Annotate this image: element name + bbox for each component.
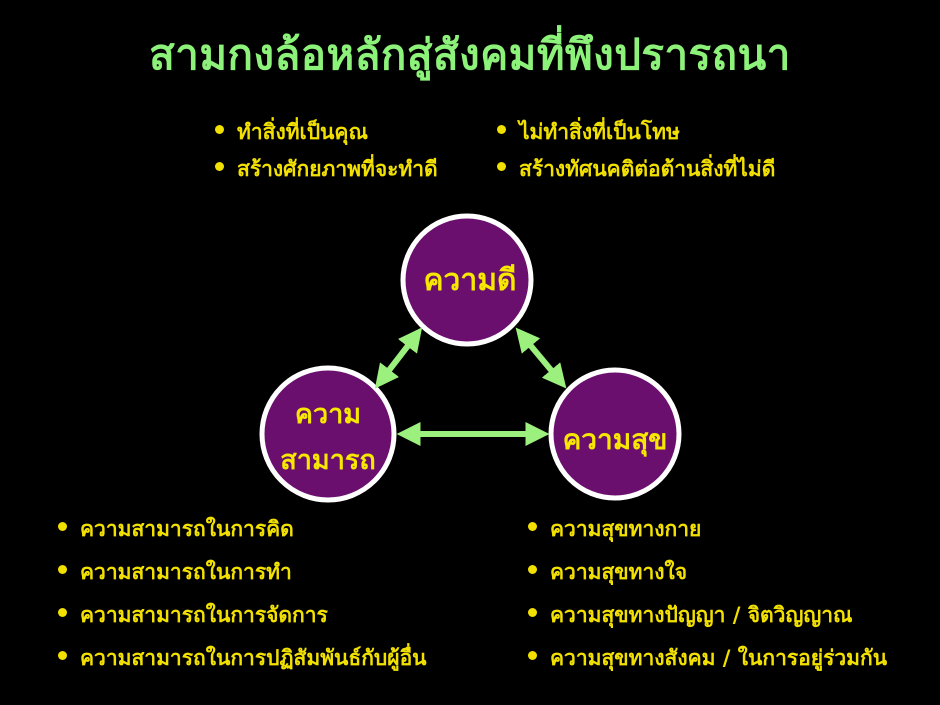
page-title: สามกงล้อหลักสู่สังคมที่พึงปรารถนา [149,30,791,79]
ability-label-line1: ความ [294,399,362,430]
goodness-node-label: ความดี [423,263,517,298]
list-item-text: ความสุขทางใจ [550,560,688,584]
bullet-dot-icon [215,125,224,134]
ability-label-line2: สามารถ [280,445,376,476]
list-item: ความสุขทางสังคม / ในการอยู่ร่วมกัน [528,642,887,685]
list-item: ทำสิ่งที่เป็นคุณ [215,116,438,153]
bullet-dot-icon [497,125,506,134]
bullet-dot-icon [528,522,537,531]
bullet-dot-icon [528,651,537,660]
list-item-text: ความสามารถในการทำ [80,560,292,584]
bullet-dot-icon [58,608,67,617]
list-item-text: ความสุขทางกาย [550,517,702,541]
list-item: ความสามารถในการจัดการ [58,599,427,642]
list-item: ความสามารถในการทำ [58,556,427,599]
list-item: ความสุขทางใจ [528,556,887,599]
bullet-dot-icon [58,565,67,574]
do-good-list: ทำสิ่งที่เป็นคุณ สร้างศักยภาพที่จะทำดี [215,116,438,190]
list-item: สร้างศักยภาพที่จะทำดี [215,153,438,190]
happiness-list: ความสุขทางกาย ความสุขทางใจ ความสุขทางปัญ… [528,513,887,685]
bullet-dot-icon [215,162,224,171]
list-item: ความสามารถในการปฏิสัมพันธ์กับผู้อื่น [58,642,427,685]
list-item-text: ไม่ทำสิ่งที่เป็นโทษ [519,120,680,144]
bullet-dot-icon [497,162,506,171]
list-item-text: ความสุขทางปัญญา / จิตวิญญาณ [550,603,853,627]
list-item-text: ทำสิ่งที่เป็นคุณ [237,120,368,144]
list-item-text: สร้างทัศนคติต่อต้านสิ่งที่ไม่ดี [519,157,776,181]
arrow-goodness-ability [374,327,423,389]
bullet-dot-icon [528,565,537,574]
ability-node [259,365,397,503]
ability-node-label: ความ สามารถ [262,392,394,484]
list-item-text: สร้างศักยภาพที่จะทำดี [237,157,438,181]
goodness-node [400,213,534,347]
happiness-node [548,367,682,501]
ability-list: ความสามารถในการคิด ความสามารถในการทำ ควา… [58,513,427,685]
bullet-dot-icon [58,522,67,531]
bullet-dot-icon [58,651,67,660]
avoid-harm-list: ไม่ทำสิ่งที่เป็นโทษ สร้างทัศนคติต่อต้านส… [497,116,775,190]
list-item-text: ความสุขทางสังคม / ในการอยู่ร่วมกัน [550,646,888,670]
list-item: ความสุขทางกาย [528,513,887,556]
arrow-goodness-happiness [515,327,567,389]
list-item-text: ความสามารถในการจัดการ [80,603,328,627]
happiness-node-label: ความสุข [562,423,668,456]
list-item: ความสุขทางปัญญา / จิตวิญญาณ [528,599,887,642]
list-item: สร้างทัศนคติต่อต้านสิ่งที่ไม่ดี [497,153,775,190]
list-item-text: ความสามารถในการคิด [80,517,294,541]
list-item: ไม่ทำสิ่งที่เป็นโทษ [497,116,775,153]
bullet-dot-icon [528,608,537,617]
list-item-text: ความสามารถในการปฏิสัมพันธ์กับผู้อื่น [80,646,427,670]
list-item: ความสามารถในการคิด [58,513,427,556]
